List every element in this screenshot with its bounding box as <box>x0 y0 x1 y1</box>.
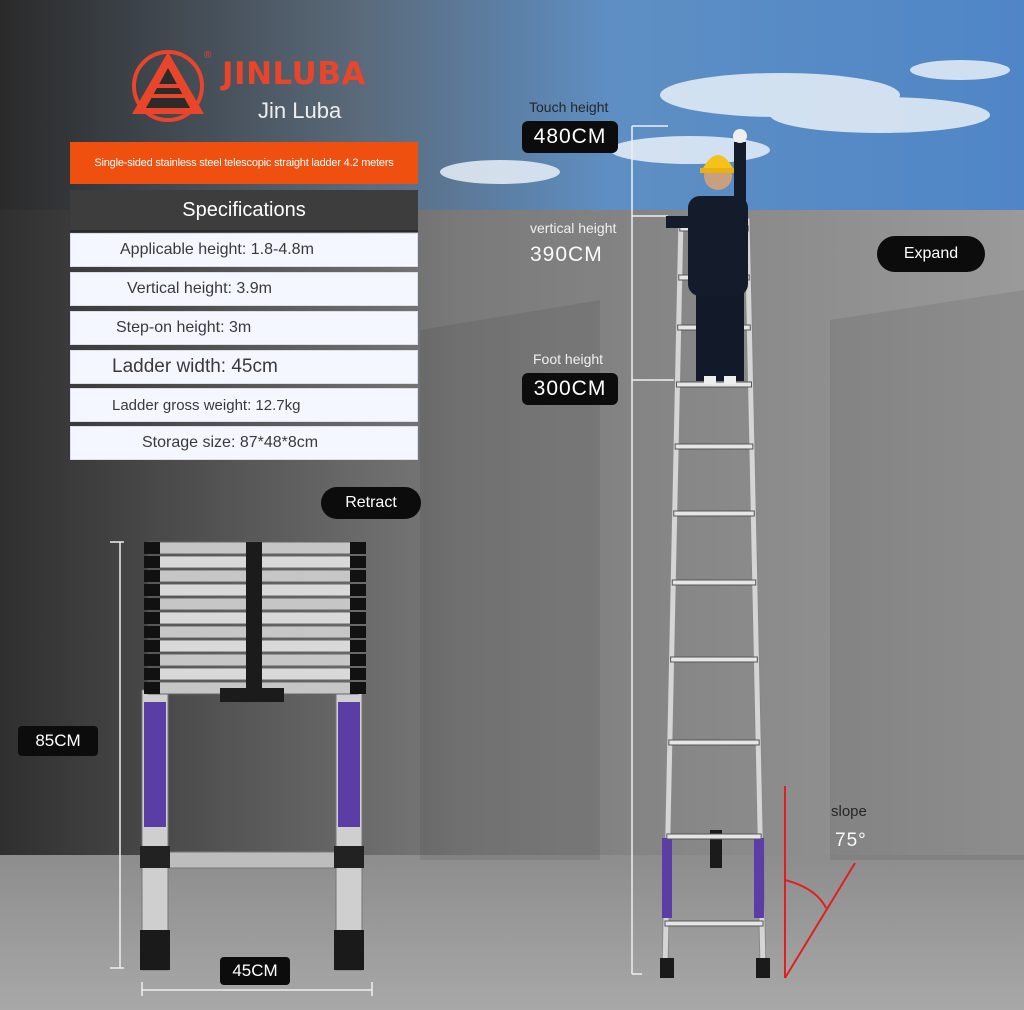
rung-cap <box>144 542 160 554</box>
brand-subtitle: Jin Luba <box>258 98 342 123</box>
spec-row-step-on-height: Step-on height: 3m <box>70 311 418 345</box>
rung-cap <box>350 542 366 554</box>
expanded-rung <box>670 656 758 663</box>
rung-cap <box>350 626 366 638</box>
product-banner: Single-sided stainless steel telescopic … <box>70 142 418 184</box>
touch-height-value: 480CM <box>522 121 618 153</box>
rung-cap <box>350 598 366 610</box>
rung-cap <box>144 654 160 666</box>
rung-cap <box>144 682 160 694</box>
rung-cap <box>144 570 160 582</box>
retracted-width-label: 45CM <box>220 957 290 985</box>
slope-value: 75° <box>835 830 867 851</box>
rung-cap <box>350 570 366 582</box>
rung-cap <box>350 556 366 568</box>
vertical-height-value: 390CM <box>530 243 603 266</box>
rung-cap <box>144 668 160 680</box>
logo-mark-icon <box>132 50 204 122</box>
slope-label: slope <box>831 803 867 820</box>
expanded-rung <box>671 579 757 586</box>
spec-text: Vertical height: 3.9m <box>127 280 272 297</box>
vertical-height-label: vertical height <box>530 220 617 236</box>
spec-row-gross-weight: Ladder gross weight: 12.7kg <box>70 388 418 422</box>
expanded-rung <box>664 920 764 927</box>
retract-badge: Retract <box>321 487 421 519</box>
spec-text: Ladder gross weight: 12.7kg <box>112 396 301 414</box>
rung-cap <box>144 640 160 652</box>
rung-cap <box>350 612 366 624</box>
spec-text: Storage size: 87*48*8cm <box>142 434 319 451</box>
spec-row-storage-size: Storage size: 87*48*8cm <box>70 426 418 460</box>
rung-cap <box>144 584 160 596</box>
rung-cap <box>350 654 366 666</box>
spec-text: Ladder width: 45cm <box>112 356 278 377</box>
spec-row-applicable-height: Applicable height: 1.8-4.8m <box>70 233 418 267</box>
rung-cap <box>350 682 366 694</box>
foot-height-label: Foot height <box>533 351 604 367</box>
expanded-rung <box>668 739 760 746</box>
registered-mark: ® <box>204 50 212 61</box>
rung-cap <box>144 556 160 568</box>
rung-cap <box>144 598 160 610</box>
rung-cap <box>144 612 160 624</box>
expanded-ladder-illustration <box>631 125 856 979</box>
rung-cap <box>350 668 366 680</box>
expanded-rung <box>666 833 762 840</box>
expand-badge: Expand <box>877 236 985 272</box>
spec-text: Step-on height: 3m <box>116 319 252 336</box>
touch-height-label: Touch height <box>529 99 609 115</box>
expanded-rung <box>674 443 754 450</box>
foot-height-value: 300CM <box>522 373 618 405</box>
spec-row-ladder-width: Ladder width: 45cm <box>70 350 418 384</box>
retracted-ladder-illustration <box>110 541 373 996</box>
specifications-heading: Specifications <box>70 190 418 232</box>
rung-cap <box>350 584 366 596</box>
rung-cap <box>144 626 160 638</box>
spec-text: Applicable height: 1.8-4.8m <box>120 241 314 258</box>
spec-row-vertical-height: Vertical height: 3.9m <box>70 272 418 306</box>
rung-cap <box>350 640 366 652</box>
expanded-rung <box>673 510 755 517</box>
worker-figure <box>666 129 748 384</box>
brand-name: JINLUBA <box>222 56 366 92</box>
retracted-height-label: 85CM <box>18 726 98 756</box>
